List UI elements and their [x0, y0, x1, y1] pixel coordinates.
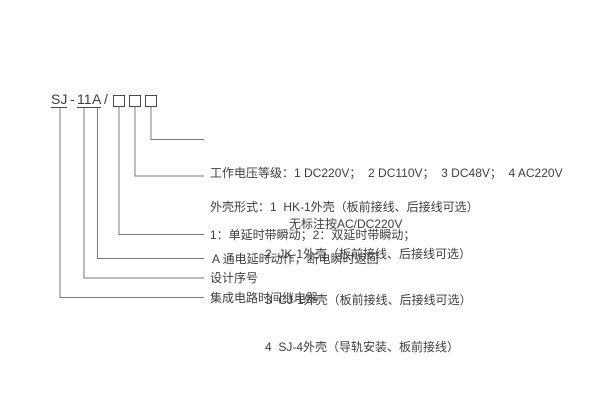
code-design-number: 11 [77, 91, 92, 108]
label-product-name: 集成电路时间继电器 [210, 291, 319, 305]
code-placeholder-box-voltage [145, 95, 157, 107]
code-series: SJ [51, 91, 68, 108]
voltage-grade-note: 无标注按AC/DC220V [289, 217, 403, 231]
case-type-line1: 外壳形式：1 HK-1外壳（板前接线、后接线可选） [210, 200, 479, 214]
connector-voltage [150, 107, 204, 140]
voltage-grade-text: 工作电压等级：1 DC220V； 2 DC110V； 3 DC48V； 4 AC… [210, 166, 563, 180]
connector-serial [83, 108, 204, 279]
label-voltage-grade: 工作电压等级：1 DC220V； 2 DC110V； 3 DC48V； 4 AC… [210, 131, 563, 267]
case-type-line2: 2 JK-1外壳（板前接线、后接线可选） [265, 246, 472, 261]
label-energize-mode: A 通电延时动作，断电瞬时返回 [212, 252, 379, 266]
connector-case [134, 107, 204, 177]
case-type-line3: 3 CJ-1外壳（板前接线、后接线可选） [265, 293, 472, 307]
label-case-type: 外壳形式：1 HK-1外壳（板前接线、后接线可选） 2 JK-1外壳（板前接线、… [210, 169, 479, 386]
label-delay-mode: 1：单延时带瞬动；2：双延时带瞬动； [210, 228, 416, 242]
code-placeholder-box-case [129, 95, 141, 107]
connector-action [97, 108, 204, 259]
code-dash: - [70, 91, 75, 107]
case-type-line4: 4 SJ-4外壳（导轨安装、板前接线） [265, 339, 460, 354]
code-slash: / [104, 91, 108, 107]
code-placeholder-box-delay [113, 95, 125, 107]
connector-product [59, 108, 204, 298]
connector-delay [118, 107, 204, 235]
code-action-letter: A [92, 91, 102, 108]
label-design-serial: 设计序号 [210, 271, 259, 285]
